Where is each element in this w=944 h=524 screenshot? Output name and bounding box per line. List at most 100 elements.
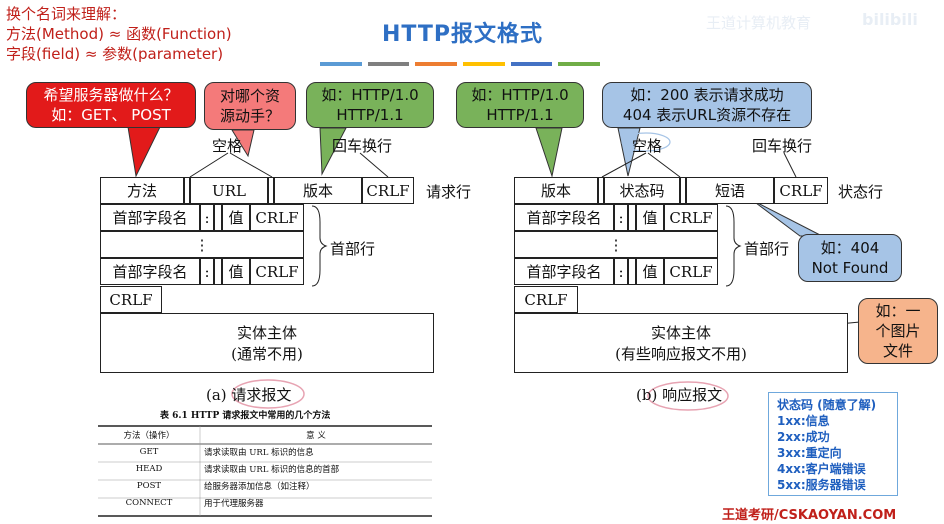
bilibili-logo: bilibili (862, 10, 918, 29)
method-bubble: 希望服务器做什么？ 如：GET、 POST (26, 82, 196, 128)
status-bubble-tail (617, 127, 641, 177)
resp-end-crlf-cell: CRLF (514, 286, 578, 313)
req-body-line: 实体主体 (236, 324, 297, 342)
body-bubble-line: 个图片 (875, 322, 921, 340)
resp-phrase-cell: 短语 (686, 177, 774, 204)
color-bar (415, 62, 458, 66)
resp-space-cell (598, 177, 604, 204)
resp-space-label: 空格 (632, 137, 663, 155)
resp-space-cell (680, 177, 686, 204)
body-bubble: 如：一 个图片 文件 (858, 298, 938, 364)
req-crlf-label: 回车换行 (332, 137, 393, 155)
resp-header-name-cell: 首部字段名 (514, 258, 614, 285)
req-space-cell (268, 177, 274, 204)
phrase-bubble-tail (751, 199, 823, 237)
table-header-row: 方法（操作） 意 义 (98, 426, 432, 443)
req-version-bubble-line: HTTP/1.1 (336, 106, 404, 124)
watermark: 王道计算机教育 (706, 14, 812, 32)
legend-item: 2xx:成功 (777, 430, 830, 444)
table-cell: 请求读取由 URL 标识的信息的首部 (204, 464, 340, 475)
status-line-label: 状态行 (838, 183, 884, 201)
req-header-space-cell (214, 258, 222, 285)
resp-crlf-line (783, 152, 797, 178)
table-cell: HEAD (135, 463, 163, 474)
table-cell: 用于代理服务器 (204, 498, 264, 509)
table-row: GET 请求读取由 URL 标识的信息 (98, 443, 432, 460)
req-version-bubble-line: 如：HTTP/1.0 (321, 86, 419, 104)
resp-header-crlf-cell: CRLF (664, 204, 718, 231)
resp-header-crlf-cell: CRLF (664, 258, 718, 285)
title-color-bars (320, 62, 601, 66)
request-caption: (a) 请求报文 (206, 386, 292, 404)
req-method-cell: 方法 (100, 177, 184, 204)
resp-header-space-cell (628, 258, 636, 285)
req-header-crlf-cell: CRLF (250, 204, 304, 231)
brand-footer: 王道考研/CSKAOYAN.COM (722, 508, 897, 523)
req-header-colon-cell: : (200, 204, 214, 231)
phrase-bubble-line: Not Found (811, 259, 889, 277)
resp-header-value-cell: 值 (636, 258, 664, 285)
table-cell: CONNECT (125, 497, 173, 508)
resp-header-value-cell: 值 (636, 204, 664, 231)
color-bar (558, 62, 601, 66)
req-url-cell: URL (190, 177, 268, 204)
legend-title: 状态码 (随意了解) (777, 398, 877, 412)
req-header-dots-cell: ⋮ (100, 231, 304, 258)
page-title: HTTP报文格式 (382, 22, 544, 47)
resp-header-name-cell: 首部字段名 (514, 204, 614, 231)
resource-bubble-tail (231, 129, 255, 158)
color-bar (367, 62, 410, 66)
status-code-legend: 状态码 (随意了解) 1xx:信息 2xx:成功 3xx:重定向 4xx:客户端… (768, 392, 898, 496)
method-bubble-tail (127, 126, 161, 178)
legend-item: 1xx:信息 (777, 414, 830, 428)
color-bar (463, 62, 505, 66)
table-cell: POST (136, 480, 162, 491)
note-line-3: 字段(field) ≈ 参数(parameter) (6, 45, 224, 63)
resp-version-bubble-tail (535, 127, 563, 178)
resp-header-dots-cell: ⋮ (514, 231, 718, 258)
resource-bubble-line: 对哪个资 (219, 87, 280, 105)
req-header-space-cell (214, 204, 222, 231)
resp-header-colon-cell: : (614, 258, 628, 285)
resp-header-space-cell (628, 204, 636, 231)
req-header-name-cell: 首部字段名 (100, 204, 200, 231)
note-line-2: 方法(Method) ≈ 函数(Function) (6, 25, 232, 43)
req-header-name-cell: 首部字段名 (100, 258, 200, 285)
phrase-bubble: 如：404 Not Found (798, 234, 902, 282)
caption-circle-mark (647, 381, 729, 411)
req-version-bubble-tail (319, 127, 347, 176)
req-version-bubble: 如：HTTP/1.0 HTTP/1.1 (306, 82, 434, 128)
req-version-cell: 版本 (274, 177, 362, 204)
resource-bubble: 对哪个资 源动手？ (204, 82, 296, 130)
req-space-label: 空格 (212, 137, 243, 155)
resp-version-bubble-line: HTTP/1.1 (486, 106, 554, 124)
resp-header-brace (725, 205, 742, 287)
color-bar (510, 62, 553, 66)
resource-bubble-line: 源动手？ (219, 107, 280, 125)
method-bubble-line: 希望服务器做什么？ (43, 86, 179, 104)
req-body-cell: 实体主体 (通常不用) (100, 313, 434, 373)
req-header-crlf-cell: CRLF (250, 258, 304, 285)
methods-table: 方法（操作） 意 义 GET 请求读取由 URL 标识的信息 HEAD 请求读取… (98, 426, 432, 511)
resp-crlf-cell: CRLF (774, 177, 828, 204)
table-header-cell: 方法（操作） (123, 430, 175, 441)
table-caption: 表 6.1 HTTP 请求报文中常用的几个方法 (160, 411, 331, 421)
resp-crlf-label: 回车换行 (752, 137, 813, 155)
resp-header-colon-cell: : (614, 204, 628, 231)
resp-body-line: 实体主体 (650, 324, 711, 342)
legend-item: 3xx:重定向 (777, 446, 842, 460)
req-space-line (229, 152, 273, 178)
resp-version-bubble-line: 如：HTTP/1.0 (471, 86, 569, 104)
req-crlf-cell: CRLF (362, 177, 414, 204)
table-row: HEAD 请求读取由 URL 标识的信息的首部 (98, 460, 432, 477)
req-header-value-cell: 值 (222, 258, 250, 285)
phrase-bubble-line: 如：404 (820, 239, 880, 257)
color-bar (320, 62, 362, 66)
resp-space-line (601, 152, 647, 178)
req-header-label: 首部行 (330, 240, 376, 258)
req-header-colon-cell: : (200, 258, 214, 285)
table-cell: 请求读取由 URL 标识的信息 (204, 447, 314, 458)
method-bubble-line: 如：GET、 POST (51, 106, 171, 124)
req-header-value-cell: 值 (222, 204, 250, 231)
body-bubble-line: 文件 (882, 342, 913, 360)
